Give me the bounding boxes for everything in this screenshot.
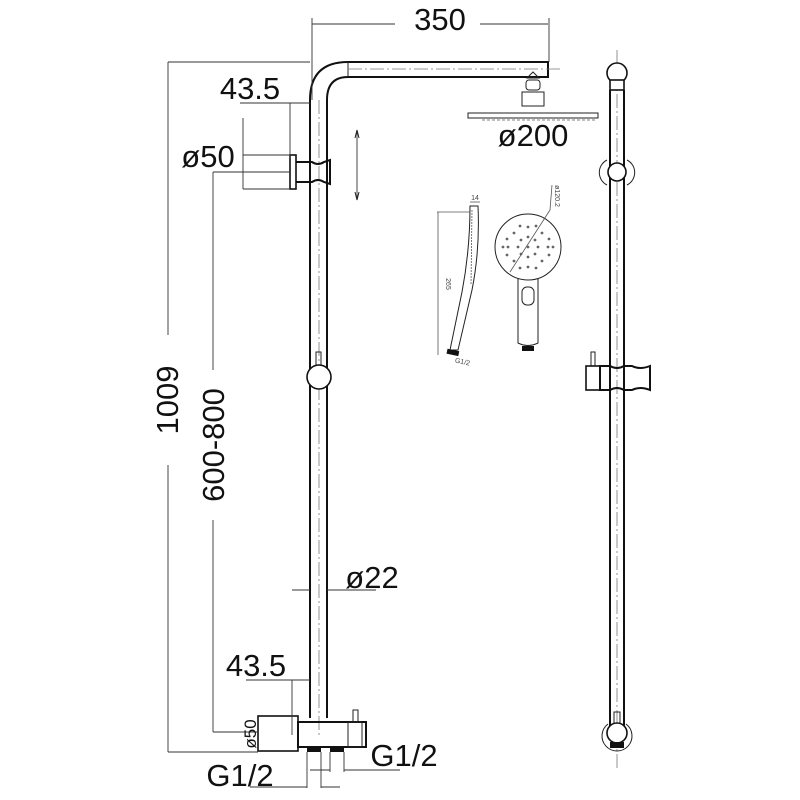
side-top-bracket-left [598, 159, 608, 186]
arrow-up-icon [354, 129, 360, 139]
dim-face-label: ø120.2 [553, 185, 560, 207]
front-view [257, 61, 599, 752]
dim-43-5-top-label: 43.5 [220, 71, 280, 106]
dim-600-800-label: 600-800 [196, 388, 231, 502]
handshower-side-thread [446, 348, 460, 357]
side-holder-knob [585, 365, 601, 391]
side-top-bracket-right [626, 159, 636, 186]
side-top-collar [609, 79, 625, 91]
dimensions: 350 1009 600-800 43.5 ø50 ø200 ø22 [150, 2, 568, 793]
handshower-handle [517, 278, 539, 346]
dim-face-leader-2 [549, 184, 553, 211]
dim-o22-label: ø22 [345, 560, 398, 595]
overhead-shower-head [467, 112, 599, 119]
side-slide-holder [599, 364, 651, 392]
dim-600-800-mask [195, 370, 231, 520]
dim-43-5-bottom-label: 43.5 [226, 648, 286, 683]
mixer-handle [352, 709, 359, 723]
middle-holder-pin [315, 351, 322, 366]
handshower-face [494, 213, 562, 281]
dim-350-mask [395, 4, 480, 36]
side-bottom-thread [610, 742, 624, 748]
handshower-side-nozzles [470, 209, 473, 286]
side-holder-pin [590, 351, 596, 367]
mixer-body [297, 721, 367, 748]
overhead-neck [521, 91, 545, 107]
side-top-bracket [607, 162, 627, 182]
shower-arm [309, 61, 549, 101]
handshower-side-body [449, 205, 479, 351]
handshower-front-view: ø120.2 [494, 184, 562, 351]
bottom-wall-plate [257, 715, 299, 752]
inlet-left-thread [307, 747, 321, 752]
inlet-left-label: G1/2 [206, 758, 273, 793]
inlet-right-label: G1/2 [370, 738, 437, 773]
handshower-side-view: 14 265 G1/2 [437, 195, 480, 368]
dim-14-label: 14 [471, 195, 479, 202]
dim-o200-label: ø200 [498, 118, 569, 153]
top-wall-plate [289, 154, 297, 190]
side-bottom-body [606, 722, 628, 744]
overhead-swivel [525, 71, 541, 79]
handshower-button [521, 286, 535, 306]
middle-holder-knob [306, 364, 332, 390]
inlet-right-thread [330, 747, 344, 752]
dim-o50-top-label: ø50 [181, 139, 234, 174]
dim-o50-bottom-label: ø50 [241, 719, 260, 748]
dim-face-leader [509, 209, 551, 273]
side-view [585, 50, 651, 770]
handshower-thread [522, 346, 534, 351]
top-wall-bracket [296, 158, 331, 186]
side-bottom-bracket [601, 723, 633, 752]
dim-1009-label: 1009 [150, 366, 185, 435]
handshower-nozzles [501, 224, 555, 270]
overhead-ball-joint [525, 79, 541, 91]
dim-side-thread-label: G1/2 [454, 358, 470, 368]
dim-1009-mask [150, 335, 186, 465]
dim-265-label: 265 [444, 278, 451, 290]
mixer-handle-base [347, 721, 363, 748]
arrow-down-icon [354, 191, 360, 201]
dim-350-label: 350 [414, 2, 466, 37]
